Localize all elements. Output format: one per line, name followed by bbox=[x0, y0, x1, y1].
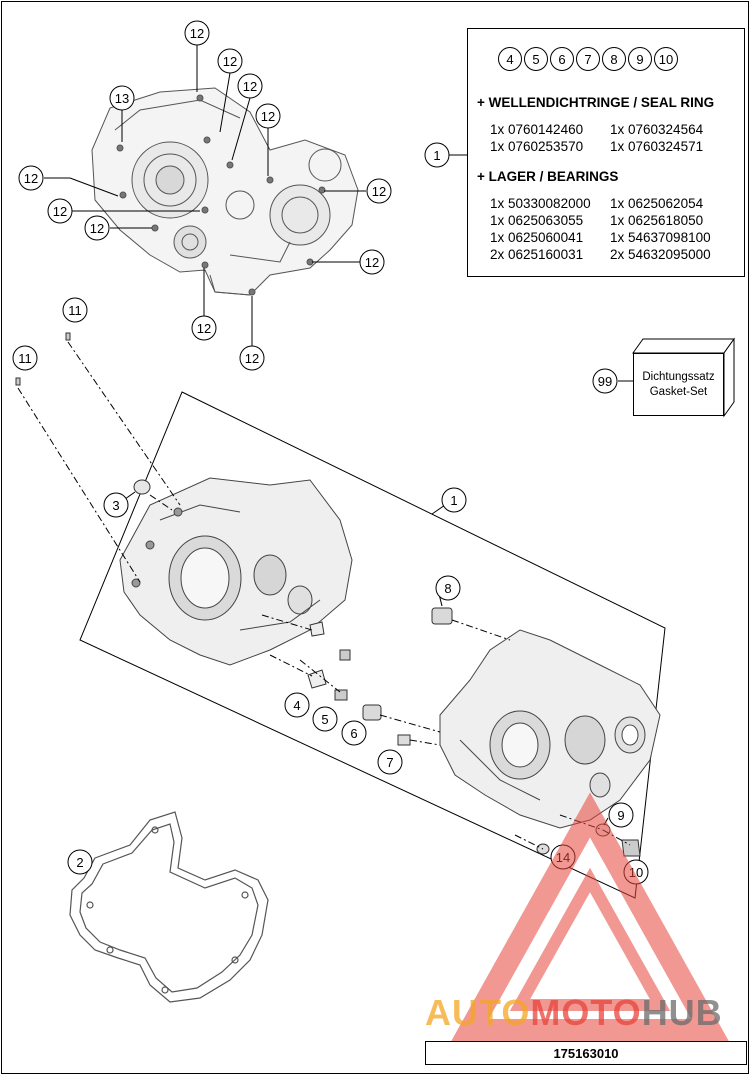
right-crankcase-half bbox=[439, 629, 661, 829]
callout-5: 5 bbox=[312, 706, 338, 732]
svg-text:1: 1 bbox=[433, 148, 440, 163]
crankcase-gasket bbox=[69, 811, 269, 1003]
legend-circle: 5 bbox=[524, 47, 548, 71]
legend-box: 4 5 6 7 8 9 10 + WELLENDICHTRINGE / SEAL… bbox=[467, 28, 745, 277]
part-number: 1x 0760324571 bbox=[610, 139, 704, 154]
callout-3: 3 bbox=[103, 492, 129, 518]
callout-12-j: 12 bbox=[191, 315, 217, 341]
gasket-set-label-de: Dichtungssatz bbox=[642, 370, 715, 383]
callout-13: 13 bbox=[109, 85, 135, 111]
callout-12-k: 12 bbox=[239, 345, 265, 371]
svg-text:12: 12 bbox=[24, 171, 38, 186]
svg-text:12: 12 bbox=[372, 184, 386, 199]
callout-1-top: 1 bbox=[424, 142, 450, 168]
callout-12-c: 12 bbox=[237, 73, 263, 99]
svg-text:12: 12 bbox=[245, 351, 259, 366]
part-number: 2x 0625160031 bbox=[490, 247, 584, 262]
callout-6: 6 bbox=[341, 720, 367, 746]
callout-12-f: 12 bbox=[47, 198, 73, 224]
svg-text:1: 1 bbox=[450, 493, 457, 508]
svg-text:12: 12 bbox=[190, 26, 204, 41]
watermark-part-2: MOTO bbox=[530, 992, 642, 1033]
callout-12-i: 12 bbox=[359, 249, 385, 275]
svg-text:11: 11 bbox=[68, 303, 82, 318]
svg-text:3: 3 bbox=[112, 498, 119, 513]
svg-text:12: 12 bbox=[53, 204, 67, 219]
gasket-set-label-en: Gasket-Set bbox=[649, 385, 708, 398]
svg-text:12: 12 bbox=[197, 321, 211, 336]
part-number: 1x 0625060041 bbox=[490, 230, 584, 245]
callout-7: 7 bbox=[377, 749, 403, 775]
top-view-leaders bbox=[44, 45, 366, 346]
callout-12-g: 12 bbox=[84, 215, 110, 241]
legend-circle: 8 bbox=[602, 47, 626, 71]
part-number: 1x 50330082000 bbox=[490, 196, 591, 211]
crankcase-top-view bbox=[91, 87, 359, 296]
legend-item-circles: 4 5 6 7 8 9 10 bbox=[498, 47, 678, 71]
callout-12-b: 12 bbox=[217, 48, 243, 74]
svg-text:12: 12 bbox=[90, 221, 104, 236]
seal-ring-heading: + WELLENDICHTRINGE / SEAL RING bbox=[477, 95, 715, 110]
callout-12-a: 12 bbox=[184, 20, 210, 46]
small-parts bbox=[15, 332, 641, 857]
callout-12-h: 12 bbox=[366, 178, 392, 204]
callout-11-b: 11 bbox=[12, 345, 38, 371]
svg-text:8: 8 bbox=[444, 581, 451, 596]
legend-circle: 9 bbox=[628, 47, 652, 71]
bearing-parts: 1x 50330082000 1x 0625062054 1x 06250630… bbox=[490, 196, 740, 263]
svg-text:9: 9 bbox=[617, 808, 624, 823]
svg-text:12: 12 bbox=[243, 79, 257, 94]
svg-text:12: 12 bbox=[223, 54, 237, 69]
part-number: 1x 0760142460 bbox=[490, 122, 584, 137]
part-number: 1x 0625618050 bbox=[610, 213, 704, 228]
svg-text:4: 4 bbox=[293, 698, 300, 713]
watermark-part-1: AUTO bbox=[425, 992, 531, 1033]
part-number: 1x 0625063055 bbox=[490, 213, 584, 228]
part-number: 1x 0760253570 bbox=[490, 139, 584, 154]
callouts: 12 12 12 12 13 12 12 12 12 12 12 12 1 11… bbox=[12, 20, 649, 885]
callout-1-group: 1 bbox=[441, 487, 467, 513]
part-number: 1x 54637098100 bbox=[610, 230, 711, 245]
callout-12-e: 12 bbox=[18, 165, 44, 191]
svg-text:2: 2 bbox=[76, 855, 83, 870]
left-crankcase-half bbox=[119, 477, 353, 666]
callout-8: 8 bbox=[435, 575, 461, 601]
watermark-part-3: HUB bbox=[641, 992, 723, 1033]
callout-9: 9 bbox=[608, 802, 634, 828]
document-number: 175163010 bbox=[425, 1041, 747, 1065]
callout-12-d: 12 bbox=[255, 103, 281, 129]
callout-4: 4 bbox=[284, 692, 310, 718]
legend-circle: 7 bbox=[576, 47, 600, 71]
svg-text:13: 13 bbox=[115, 91, 129, 106]
svg-text:7: 7 bbox=[386, 755, 393, 770]
svg-text:99: 99 bbox=[598, 374, 612, 389]
svg-text:6: 6 bbox=[350, 726, 357, 741]
legend-circle: 6 bbox=[550, 47, 574, 71]
svg-text:12: 12 bbox=[261, 109, 275, 124]
svg-text:5: 5 bbox=[321, 712, 328, 727]
part-number: 2x 54632095000 bbox=[610, 247, 711, 262]
gasket-set-box: Dichtungssatz Gasket-Set bbox=[633, 353, 724, 416]
svg-text:12: 12 bbox=[365, 255, 379, 270]
seal-ring-parts: 1x 0760142460 1x 0760324564 1x 076025357… bbox=[490, 122, 740, 155]
part-number: 1x 0760324564 bbox=[610, 122, 704, 137]
part-number: 1x 0625062054 bbox=[610, 196, 704, 211]
callout-11-a: 11 bbox=[62, 297, 88, 323]
legend-circle: 10 bbox=[654, 47, 678, 71]
svg-text:11: 11 bbox=[18, 351, 32, 366]
callout-99: 99 bbox=[592, 368, 618, 394]
legend-circle: 4 bbox=[498, 47, 522, 71]
bearings-heading: + LAGER / BEARINGS bbox=[477, 169, 619, 184]
watermark-logo bbox=[451, 792, 729, 1041]
callout-2: 2 bbox=[67, 849, 93, 875]
